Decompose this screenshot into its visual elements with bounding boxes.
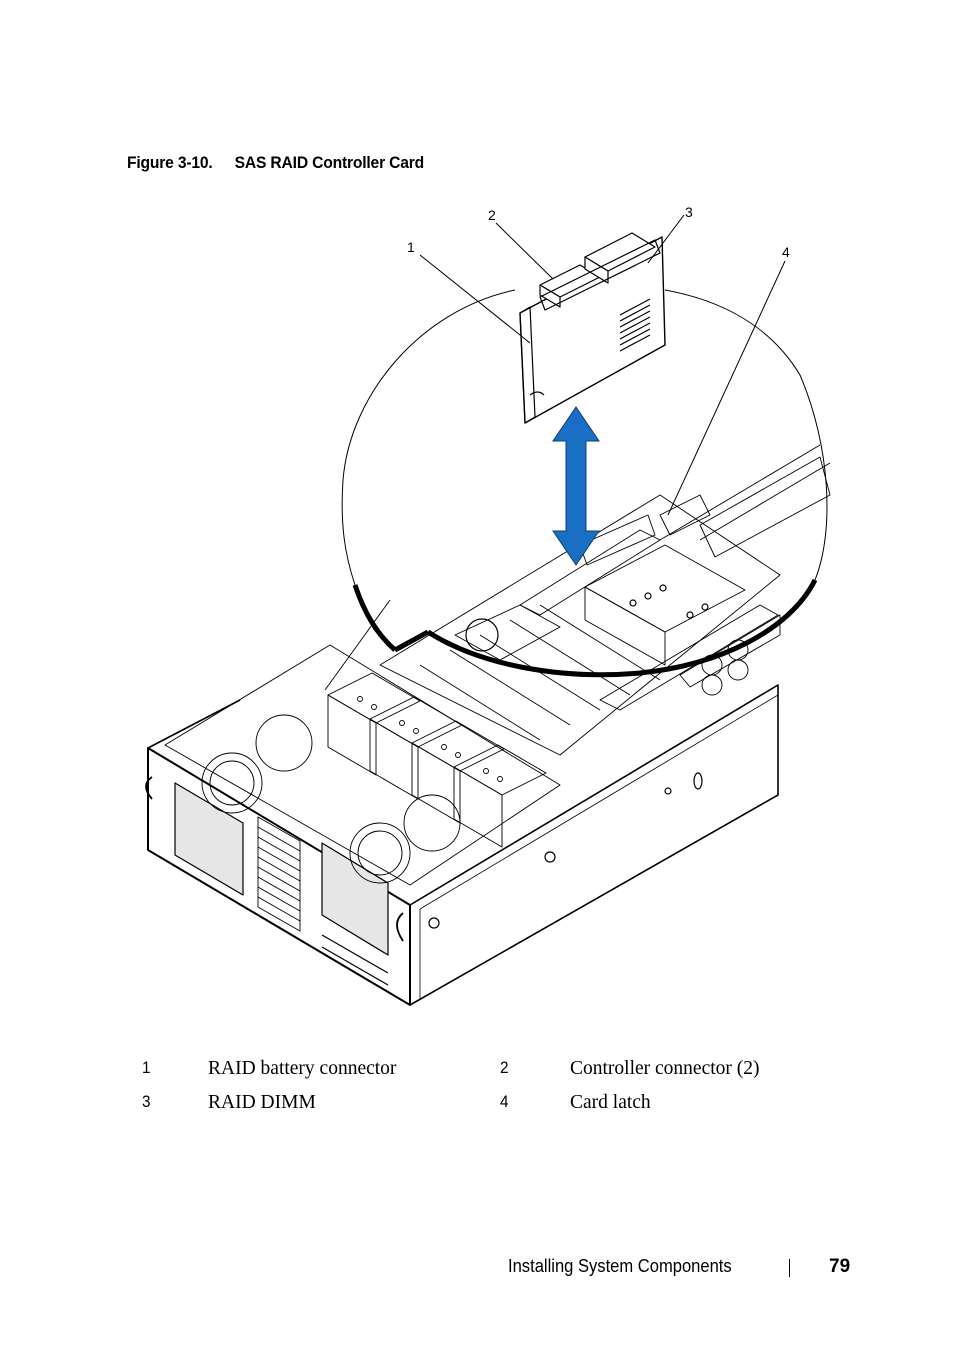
legend-number: 4 — [500, 1092, 509, 1111]
chassis-interior — [164, 494, 781, 886]
magnified-view — [324, 289, 831, 691]
page-number: 79 — [829, 1256, 851, 1277]
drive-bays — [257, 816, 301, 932]
callout-4: 4 — [782, 244, 790, 260]
legend-row: 1 RAID battery connector 2 Controller co… — [0, 1058, 954, 1088]
legend-number: 1 — [142, 1058, 151, 1077]
callout-1: 1 — [407, 239, 415, 255]
legend-label: RAID DIMM — [208, 1092, 316, 1113]
server-chassis — [145, 684, 779, 1006]
legend-row: 3 RAID DIMM 4 Card latch — [0, 1092, 954, 1122]
figure-number: Figure 3-10. — [127, 153, 213, 172]
server-illustration: 1 2 3 4 — [145, 204, 831, 1006]
legend-label: Controller connector (2) — [570, 1058, 760, 1079]
callout-2: 2 — [488, 207, 496, 223]
figure-caption: Figure 3-10. SAS RAID Controller Card — [127, 153, 424, 173]
legend-number: 3 — [142, 1092, 151, 1111]
install-arrow — [552, 406, 600, 566]
legend-label: Card latch — [570, 1092, 651, 1113]
footer-divider — [789, 1259, 790, 1277]
callout-3: 3 — [685, 204, 693, 220]
heat-sinks — [327, 672, 547, 848]
footer-section-title: Installing System Components — [508, 1256, 732, 1276]
page-footer: Installing System Components 79 — [0, 1256, 954, 1282]
raid-controller-card — [519, 232, 666, 424]
figure-title: SAS RAID Controller Card — [234, 153, 425, 172]
callout-leaders — [419, 214, 786, 516]
raid-dimm-heatsink — [619, 298, 651, 352]
legend-number: 2 — [500, 1058, 509, 1077]
legend-label: RAID battery connector — [208, 1058, 397, 1079]
